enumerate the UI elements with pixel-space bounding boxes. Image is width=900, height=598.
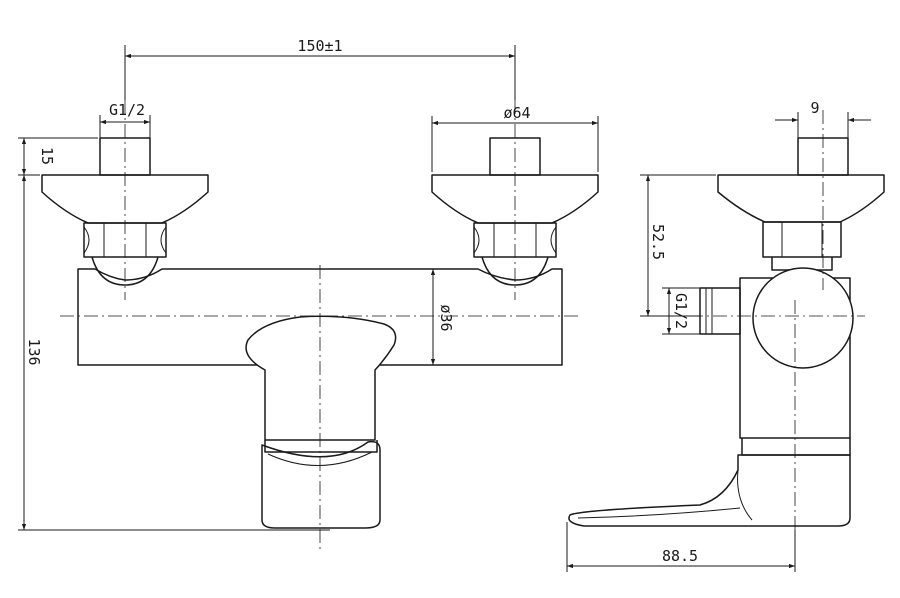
side-lever xyxy=(568,438,851,527)
dim-spacing: 150±1 xyxy=(124,37,516,100)
side-connector xyxy=(717,137,885,271)
dim-side-thread: G1/2 xyxy=(662,287,700,335)
dim-spout-projection-label: 88.5 xyxy=(662,547,698,565)
dim-side-nut-label: 9 xyxy=(810,99,819,117)
dim-overall-height-label: 136 xyxy=(25,338,43,365)
dim-escutcheon: ø64 xyxy=(431,104,599,172)
side-view: 9 52.5 G1/2 88.5 xyxy=(566,99,885,572)
dim-top-offset: 15 xyxy=(18,137,98,176)
front-centerlines xyxy=(60,100,580,552)
dim-side-height-label: 52.5 xyxy=(649,224,667,260)
dim-side-thread-label: G1/2 xyxy=(672,293,690,329)
dim-inlet-thread-label: G1/2 xyxy=(109,101,145,119)
dim-escutcheon-label: ø64 xyxy=(503,104,530,122)
dim-overall-height: 136 xyxy=(18,175,330,531)
dim-top-offset-label: 15 xyxy=(38,147,56,165)
dim-body-diameter-label: ø36 xyxy=(437,304,455,331)
dim-inlet-thread-front: G1/2 xyxy=(99,101,151,138)
front-view: 150±1 G1/2 ø64 15 136 xyxy=(18,37,599,552)
dim-spacing-label: 150±1 xyxy=(297,37,342,55)
mixer-body xyxy=(77,268,563,366)
dim-side-height: 52.5 xyxy=(640,174,716,317)
dim-side-nut: 9 xyxy=(775,99,871,138)
side-body xyxy=(699,267,854,439)
lever-front xyxy=(245,315,397,529)
dim-body-diameter: ø36 xyxy=(404,268,455,366)
dim-spout-projection: 88.5 xyxy=(566,522,796,572)
